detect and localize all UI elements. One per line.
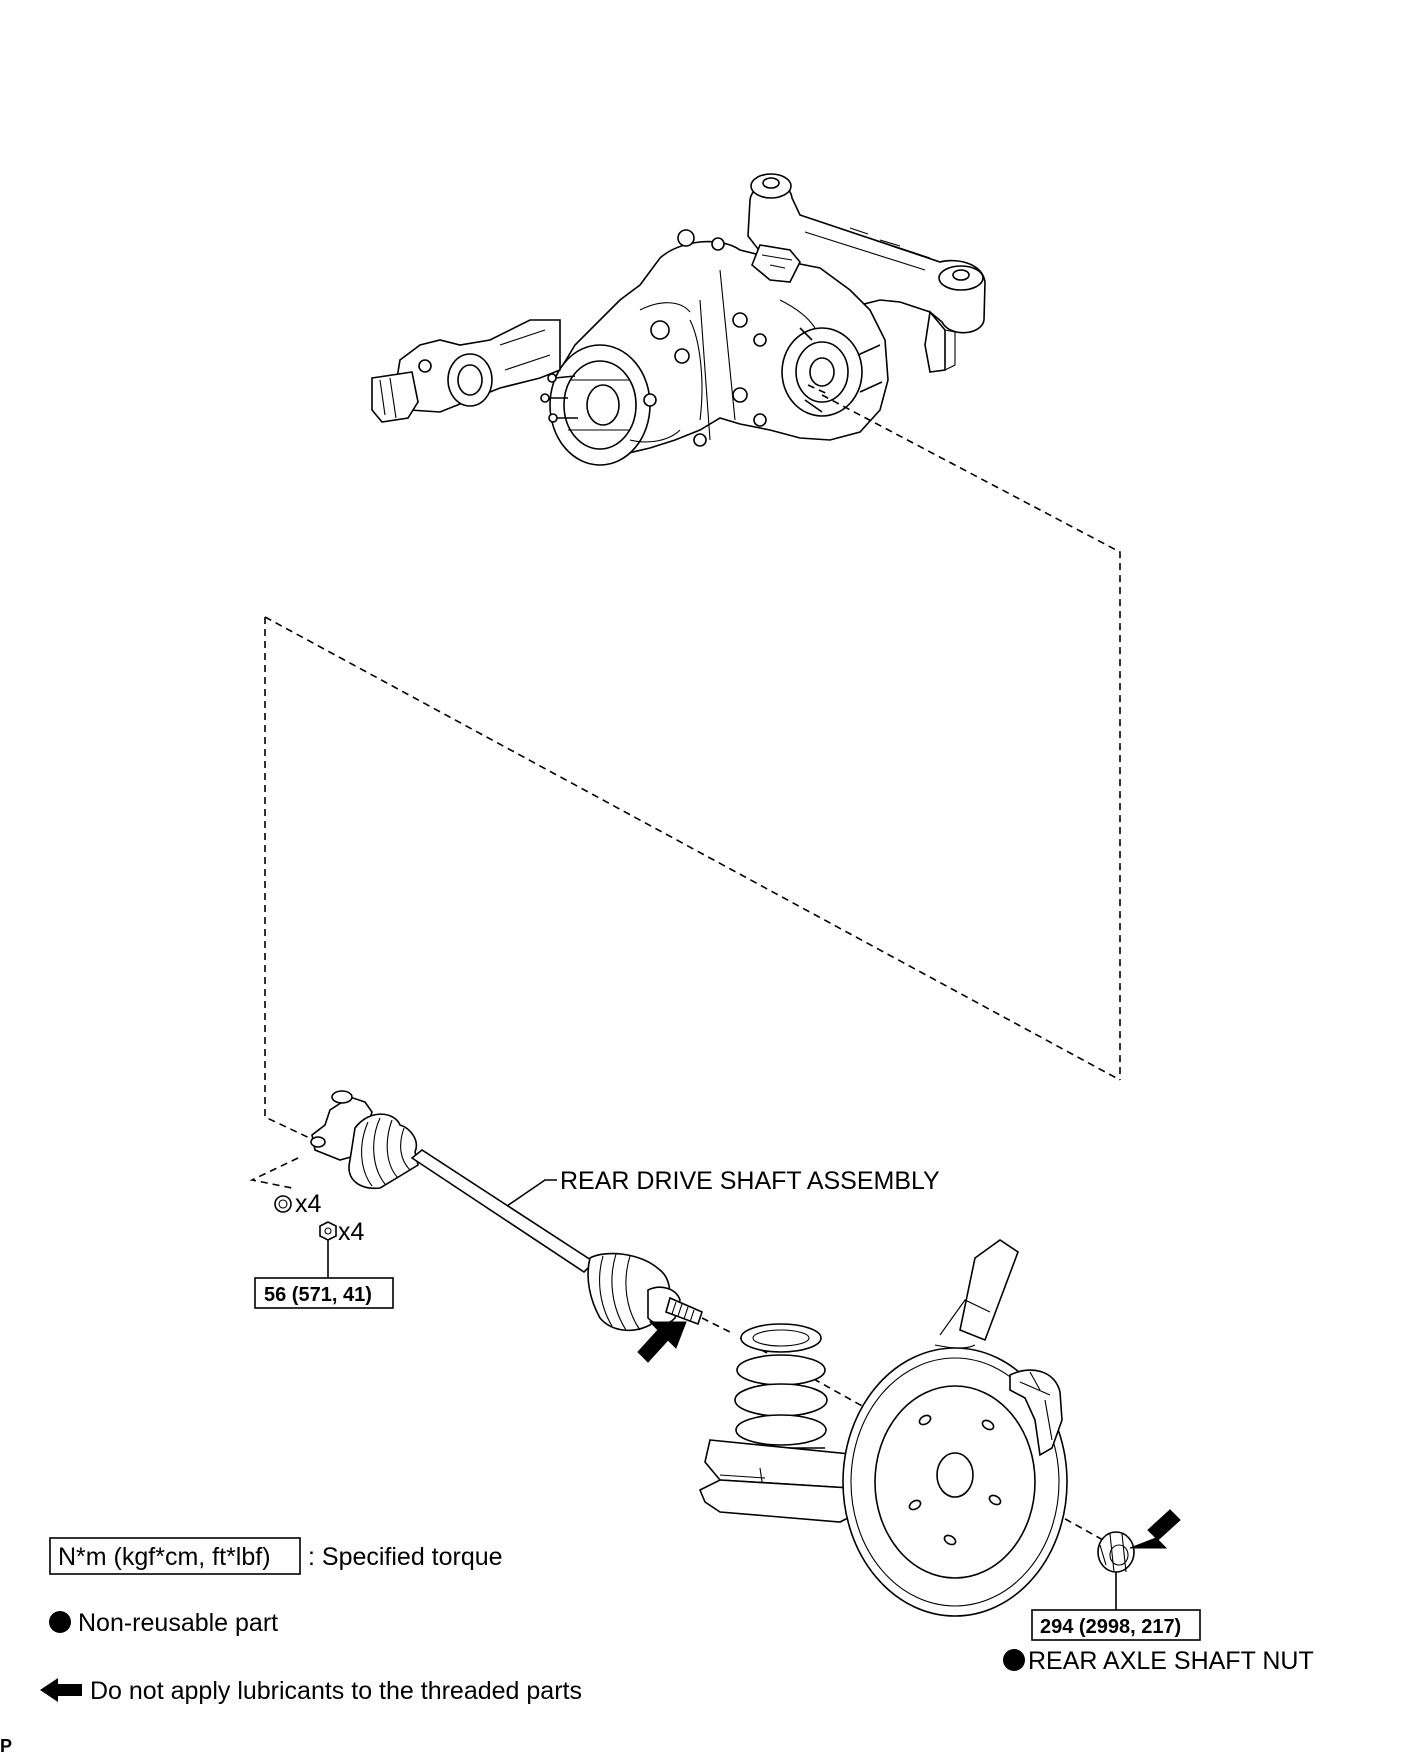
flange-washers <box>274 1195 292 1213</box>
torque-box-flange-nut <box>254 1277 394 1309</box>
alignment-guide-lines <box>249 616 1121 1189</box>
legend-non-reusable: Non-reusable part <box>78 1609 278 1637</box>
torque-flange-nut: 56 (571, 41) <box>264 1284 372 1306</box>
nut-quantity: x4 <box>338 1218 365 1246</box>
torque-legend-desc: : Specified torque <box>308 1543 503 1571</box>
legend-no-lubricant: Do not apply lubricants to the threaded … <box>90 1677 582 1705</box>
filled-circle-icon <box>49 1611 71 1633</box>
non-reusable-marker <box>1003 1649 1025 1671</box>
label-rear-drive-shaft: REAR DRIVE SHAFT ASSEMBLY <box>560 1167 940 1195</box>
flange-nuts <box>319 1221 337 1241</box>
leader-drive-shaft <box>506 1179 557 1207</box>
legend: N*m (kgf*cm, ft*lbf) : Specified torque … <box>40 1537 582 1705</box>
torque-legend-box <box>49 1537 301 1575</box>
page-code: P <box>0 1736 12 1756</box>
brake-disc-drawing <box>842 1347 1068 1617</box>
no-lubricant-arrow-axle-nut <box>1129 1509 1181 1549</box>
left-arrow-icon <box>40 1678 82 1702</box>
label-rear-axle-shaft-nut: REAR AXLE SHAFT NUT <box>1028 1647 1314 1675</box>
torque-axle-nut: 294 (2998, 217) <box>1040 1616 1181 1638</box>
torque-box-axle-nut <box>1031 1609 1201 1641</box>
washer-quantity: x4 <box>295 1190 322 1218</box>
rear-axle-shaft-nut-drawing <box>1097 1531 1135 1573</box>
torque-legend-unit: N*m (kgf*cm, ft*lbf) <box>58 1543 271 1571</box>
coil-spring-drawing <box>734 1323 828 1449</box>
rear-suspension-brake-drawing <box>698 1239 1068 1617</box>
rear-drive-shaft-assembly-drawing <box>310 1090 1113 1546</box>
rear-differential-assembly-drawing <box>371 173 1121 1080</box>
